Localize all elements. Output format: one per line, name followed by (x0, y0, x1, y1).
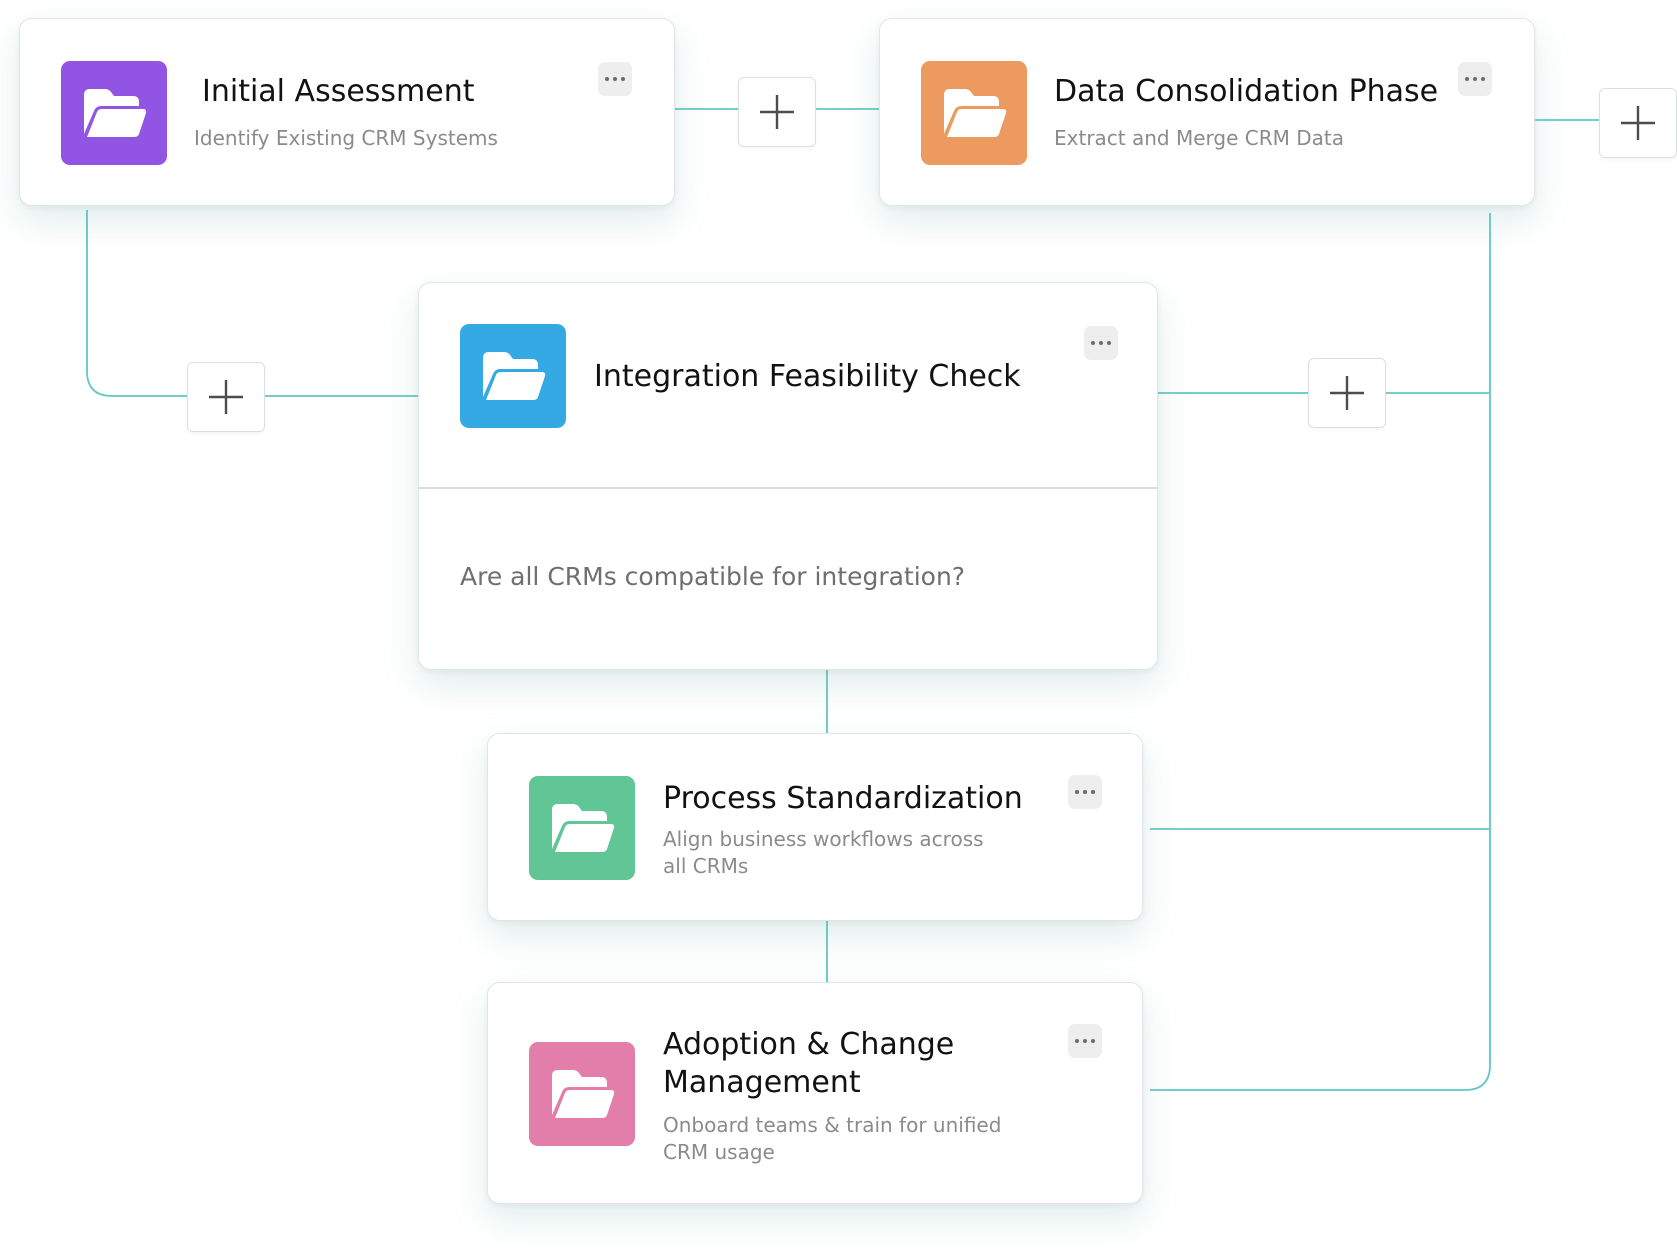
node-title: Adoption & Change Management (663, 1027, 955, 1100)
folder-icon (921, 61, 1027, 165)
plus-icon (760, 95, 794, 129)
node-process-standardization[interactable]: Process Standardization Align business w… (487, 733, 1143, 921)
node-title: Process Standardization (663, 781, 1023, 816)
plus-icon (1621, 106, 1655, 140)
more-options-icon (1075, 790, 1095, 794)
more-options-button[interactable] (1068, 1024, 1102, 1058)
node-title: Integration Feasibility Check (594, 359, 1021, 394)
node-subtitle: Extract and Merge CRM Data (1054, 126, 1344, 150)
folder-icon (460, 324, 566, 428)
add-step-button[interactable] (1308, 358, 1386, 428)
node-subtitle: Identify Existing CRM Systems (194, 126, 498, 150)
plus-icon (209, 380, 243, 414)
node-title: Data Consolidation Phase (1054, 74, 1439, 109)
connector-initial-to-integration (86, 210, 418, 397)
more-options-button[interactable] (598, 62, 632, 96)
more-options-button[interactable] (1068, 775, 1102, 809)
node-adoption-change[interactable]: Adoption & Change Management Onboard tea… (487, 982, 1143, 1204)
more-options-icon (605, 77, 625, 81)
add-step-button[interactable] (738, 77, 816, 147)
node-data-consolidation[interactable]: Data Consolidation Phase Extract and Mer… (879, 18, 1535, 206)
node-title: Initial Assessment (202, 74, 475, 109)
more-options-button[interactable] (1084, 326, 1118, 360)
add-step-button[interactable] (187, 362, 265, 432)
node-subtitle: Onboard teams & train for unified CRM us… (663, 1113, 1002, 1164)
folder-icon (61, 61, 167, 165)
more-options-icon (1091, 341, 1111, 345)
folder-icon (529, 1042, 635, 1146)
decision-question: Are all CRMs compatible for integration? (460, 562, 966, 591)
folder-icon (529, 776, 635, 880)
more-options-icon (1075, 1039, 1095, 1043)
add-step-button[interactable] (1599, 88, 1677, 158)
node-subtitle: Align business workflows across all CRMs (663, 827, 984, 878)
card-divider (419, 487, 1157, 489)
plus-icon (1330, 376, 1364, 410)
node-initial-assessment[interactable]: Initial Assessment Identify Existing CRM… (19, 18, 675, 206)
more-options-button[interactable] (1458, 62, 1492, 96)
connector-trunk (1150, 213, 1491, 1091)
node-integration-feasibility[interactable]: Integration Feasibility Check Are all CR… (418, 282, 1158, 670)
more-options-icon (1465, 77, 1485, 81)
